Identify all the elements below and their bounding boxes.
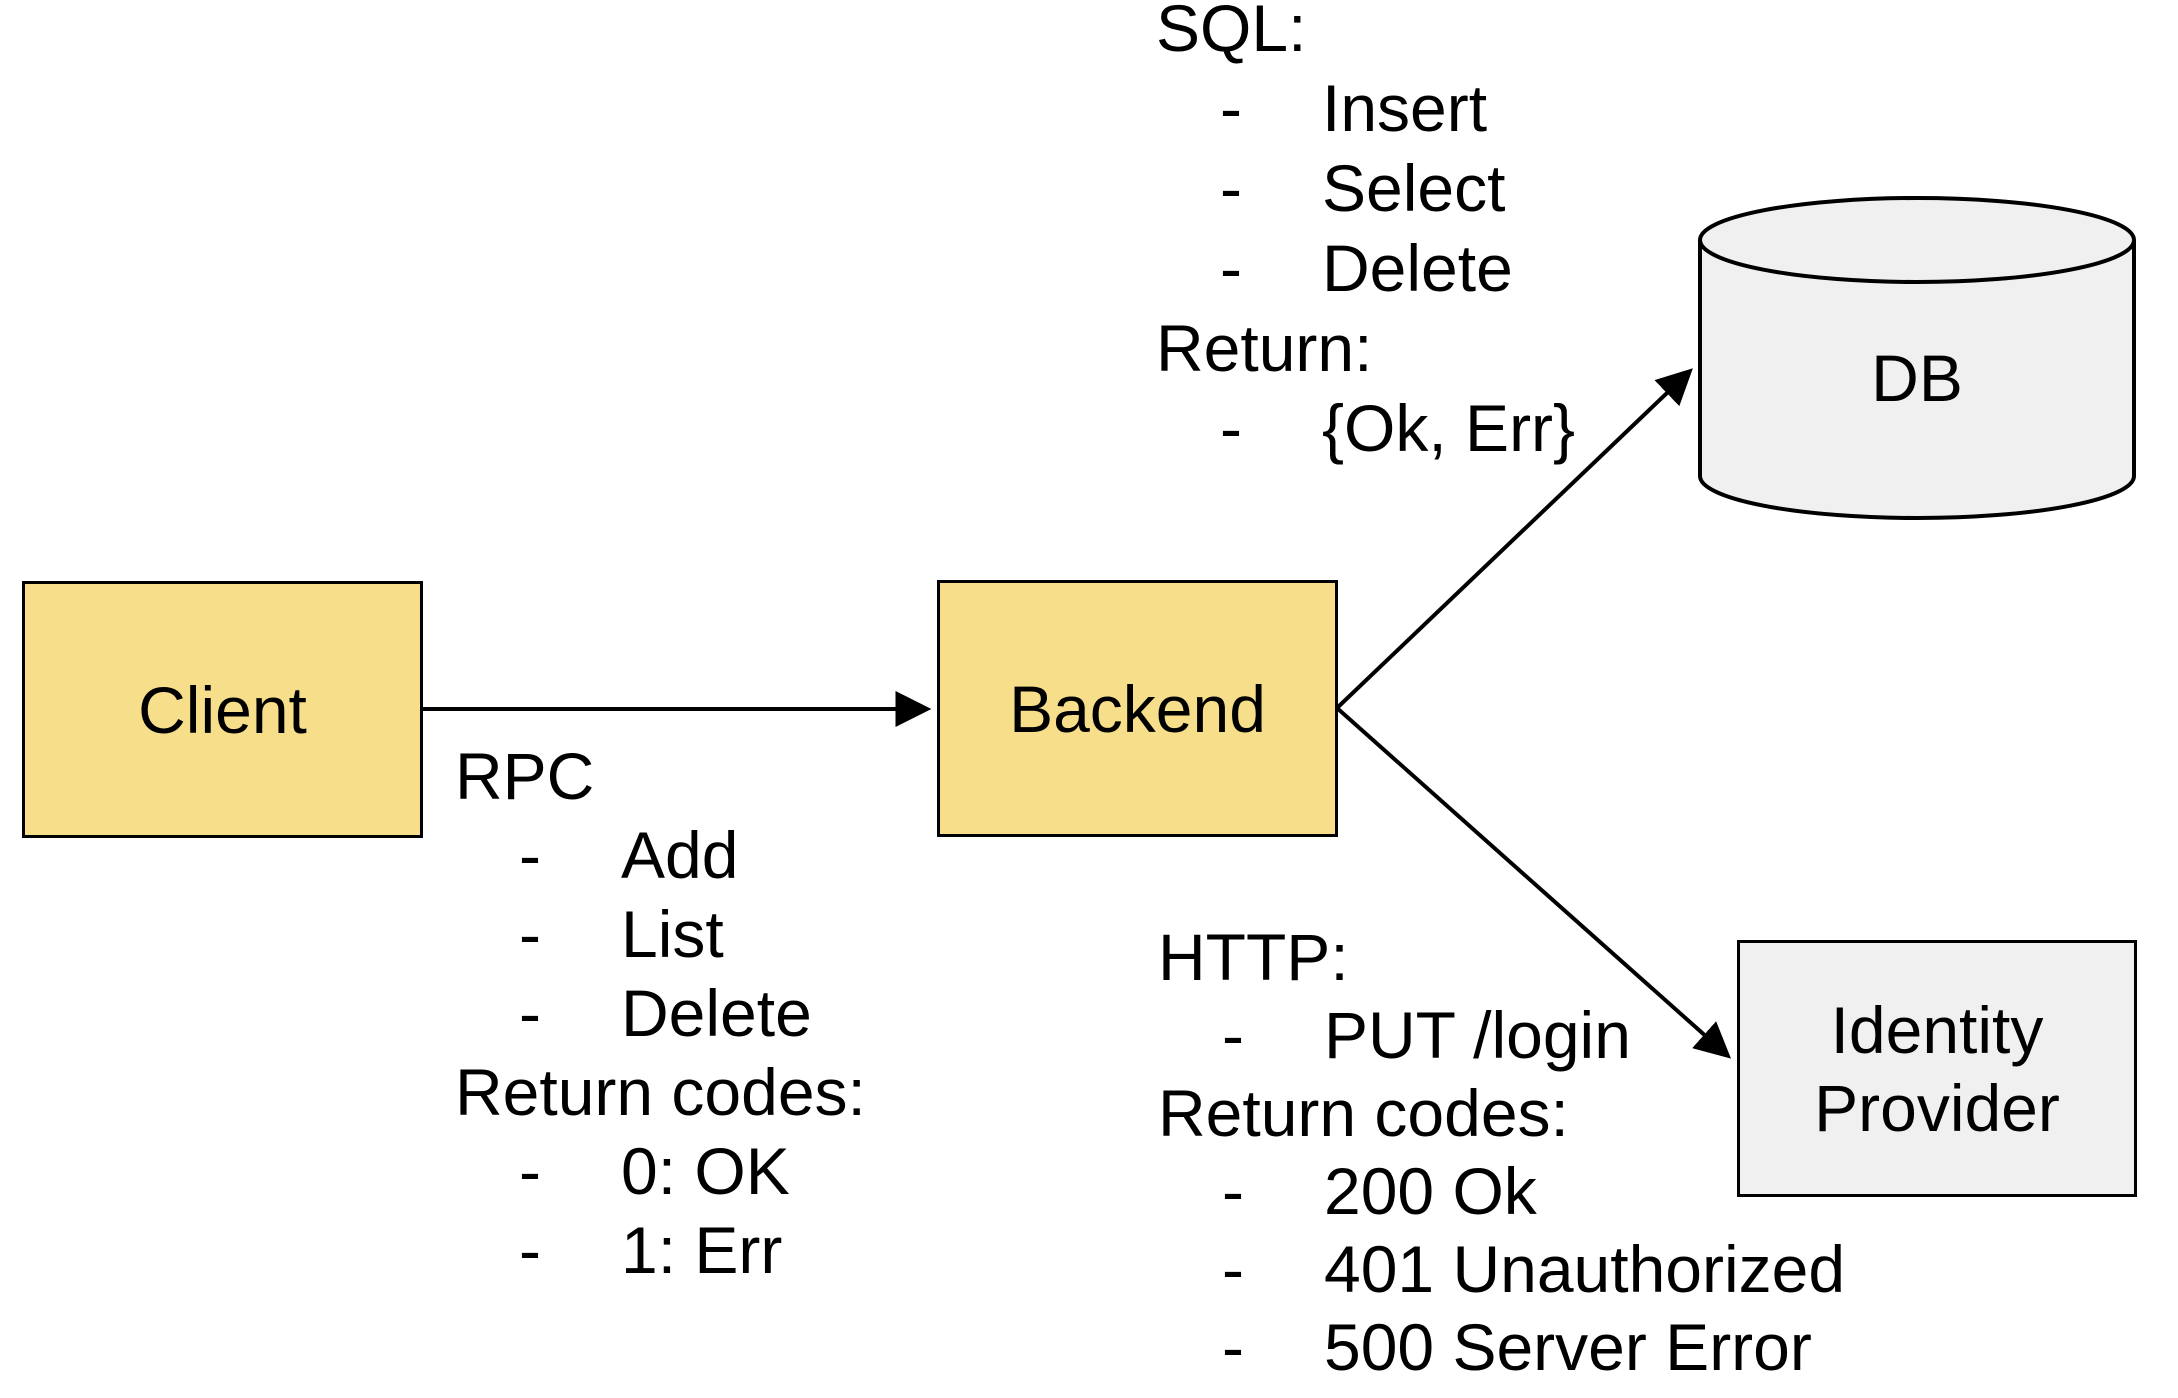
- bullet-item: - 1: Err: [455, 1211, 866, 1290]
- bullet-dash: -: [519, 1134, 541, 1208]
- bullet-text: Add: [621, 818, 739, 892]
- bullet-text: 200 Ok: [1324, 1154, 1537, 1228]
- node-identity-provider-label: Identity Provider: [1814, 992, 2060, 1145]
- node-backend-label: Backend: [1009, 671, 1266, 746]
- bullet-text: Insert: [1322, 71, 1488, 145]
- annotation-http: HTTP: - PUT /login Return codes: - 200 O…: [1158, 918, 1845, 1386]
- arrow-backend-to-db: [1335, 368, 1693, 710]
- bullet-item: - 401 Unauthorized: [1158, 1230, 1845, 1308]
- node-db-label: DB: [1871, 341, 1963, 415]
- bullet-dash: -: [1220, 231, 1242, 305]
- bullet-text: Delete: [621, 976, 812, 1050]
- annotation-sql-heading: SQL:: [1156, 0, 1307, 65]
- annotation-sql-return-heading: Return:: [1156, 311, 1373, 385]
- bullet-dash: -: [1220, 151, 1242, 225]
- bullet-item: - 500 Server Error: [1158, 1308, 1845, 1386]
- bullet-dash: -: [1222, 998, 1244, 1072]
- bullet-text: 0: OK: [621, 1134, 790, 1208]
- bullet-item: - Delete: [1156, 228, 1575, 308]
- node-client-label: Client: [138, 672, 307, 747]
- bullet-item: - 200 Ok: [1158, 1152, 1845, 1230]
- bullet-text: PUT /login: [1324, 998, 1631, 1072]
- node-backend: Backend: [937, 580, 1338, 837]
- bullet-dash: -: [519, 976, 541, 1050]
- annotation-rpc-return-heading: Return codes:: [455, 1055, 866, 1129]
- bullet-dash: -: [1222, 1232, 1244, 1306]
- bullet-text: 401 Unauthorized: [1324, 1232, 1846, 1306]
- annotation-rpc-heading: RPC: [455, 739, 595, 813]
- annotation-sql: SQL: - Insert - Select - Delete Return: …: [1156, 0, 1575, 468]
- bullet-dash: -: [1222, 1310, 1244, 1384]
- bullet-item: - Delete: [455, 974, 866, 1053]
- bullet-text: 500 Server Error: [1324, 1310, 1812, 1384]
- bullet-dash: -: [1220, 71, 1242, 145]
- bullet-dash: -: [519, 897, 541, 971]
- bullet-dash: -: [519, 1213, 541, 1287]
- arrow-backend-to-identity-provider: [1335, 706, 1732, 1059]
- node-client: Client: [22, 581, 423, 838]
- bullet-dash: -: [1220, 391, 1242, 465]
- db-cylinder-shape: [1698, 196, 2136, 520]
- bullet-dash: -: [519, 818, 541, 892]
- bullet-item: - Insert: [1156, 68, 1575, 148]
- bullet-item: - Add: [455, 816, 866, 895]
- bullet-item: - List: [455, 895, 866, 974]
- bullet-text: Delete: [1322, 231, 1513, 305]
- bullet-text: Select: [1322, 151, 1506, 225]
- annotation-rpc: RPC - Add - List - Delete Return codes: …: [455, 737, 866, 1290]
- annotation-http-return-heading: Return codes:: [1158, 1076, 1569, 1150]
- bullet-item: - Select: [1156, 148, 1575, 228]
- bullet-text: List: [621, 897, 724, 971]
- bullet-item: - {Ok, Err}: [1156, 388, 1575, 468]
- bullet-item: - PUT /login: [1158, 996, 1845, 1074]
- bullet-dash: -: [1222, 1154, 1244, 1228]
- bullet-item: - 0: OK: [455, 1132, 866, 1211]
- bullet-text: 1: Err: [621, 1213, 783, 1287]
- annotation-http-heading: HTTP:: [1158, 920, 1349, 994]
- node-identity-provider: Identity Provider: [1737, 940, 2137, 1197]
- bullet-text: {Ok, Err}: [1322, 391, 1576, 465]
